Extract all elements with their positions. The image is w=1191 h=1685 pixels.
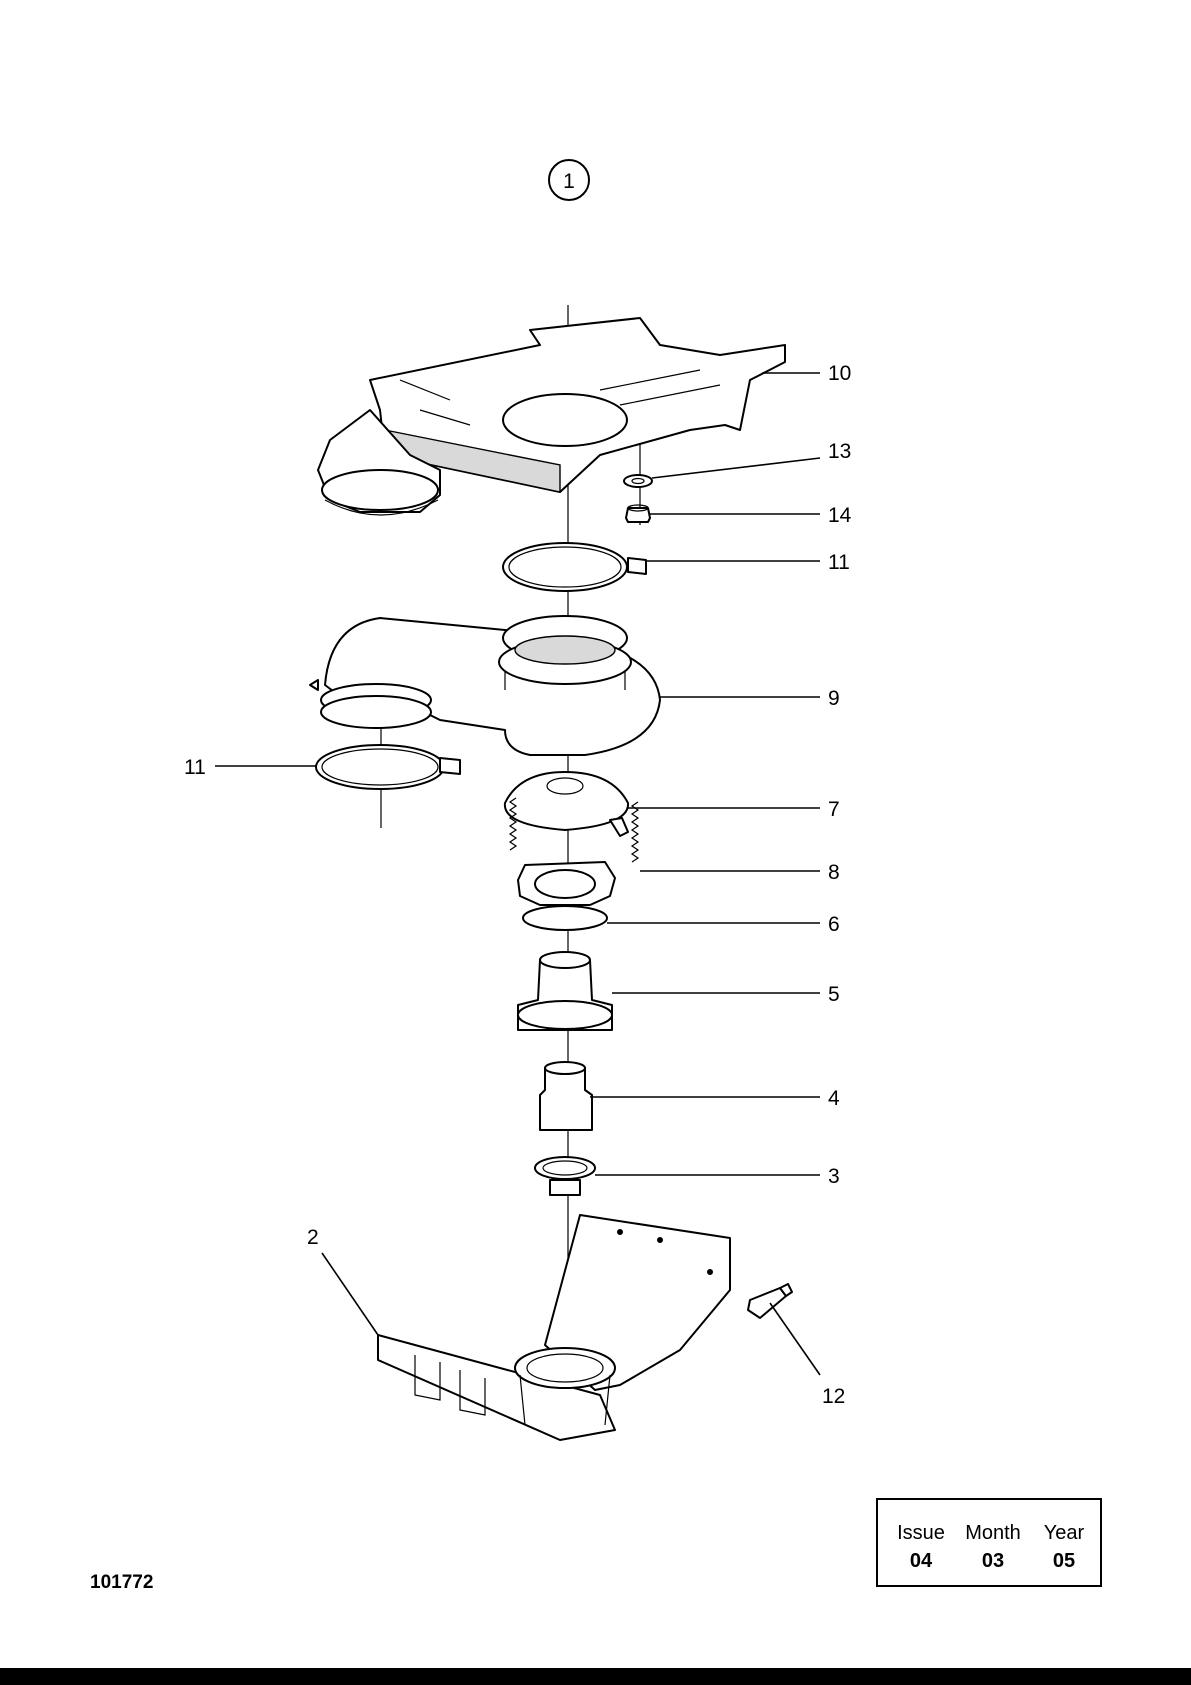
callout-11-upper: 11 <box>828 551 850 574</box>
callout-5: 5 <box>828 983 840 1006</box>
month-label: Month <box>965 1522 1021 1544</box>
callout-2: 2 <box>307 1226 319 1249</box>
callout-10: 10 <box>828 362 851 385</box>
month-value: 03 <box>956 1550 1030 1573</box>
issue-label: Issue <box>897 1522 945 1544</box>
year-column: Year 05 <box>1036 1522 1092 1573</box>
callout-3: 3 <box>828 1165 840 1188</box>
part-12-fitting <box>748 1284 792 1318</box>
callout-12: 12 <box>822 1385 845 1408</box>
callout-7: 7 <box>828 798 840 821</box>
month-column: Month 03 <box>956 1522 1030 1573</box>
leader-lines <box>215 373 820 1375</box>
group-number: 1 <box>563 170 575 193</box>
part-9-elbow-housing <box>310 616 660 755</box>
part-3-seal <box>535 1157 595 1195</box>
callout-14: 14 <box>828 504 852 527</box>
bottom-rule <box>0 1668 1191 1685</box>
year-value: 05 <box>1036 1550 1092 1573</box>
part-4-bushing <box>540 1062 592 1130</box>
part-7-dome-cover <box>505 772 628 836</box>
part-5-stepped-sleeve <box>518 952 612 1030</box>
drawing-number: 101772 <box>90 1572 153 1594</box>
issue-value: 04 <box>894 1550 948 1573</box>
part-11-upper-clamp <box>503 543 646 591</box>
callout-6: 6 <box>828 913 840 936</box>
callout-4: 4 <box>828 1087 840 1110</box>
part-6-flange <box>518 862 615 930</box>
part-13-washer <box>624 475 652 487</box>
part-10-upper-frame <box>318 318 785 515</box>
year-label: Year <box>1044 1522 1084 1544</box>
part-2-lower-bracket <box>378 1215 730 1440</box>
callout-11-lower: 11 <box>184 756 206 779</box>
callout-9: 9 <box>828 687 840 710</box>
callout-13: 13 <box>828 440 851 463</box>
issue-column: Issue 04 <box>894 1522 948 1573</box>
part-14-nut <box>626 505 650 522</box>
issue-box: Issue 04 Month 03 Year 05 <box>876 1498 1102 1587</box>
part-11-lower-clamp <box>316 745 460 789</box>
callout-8: 8 <box>828 861 840 884</box>
group-number-badge: 1 <box>549 160 589 200</box>
